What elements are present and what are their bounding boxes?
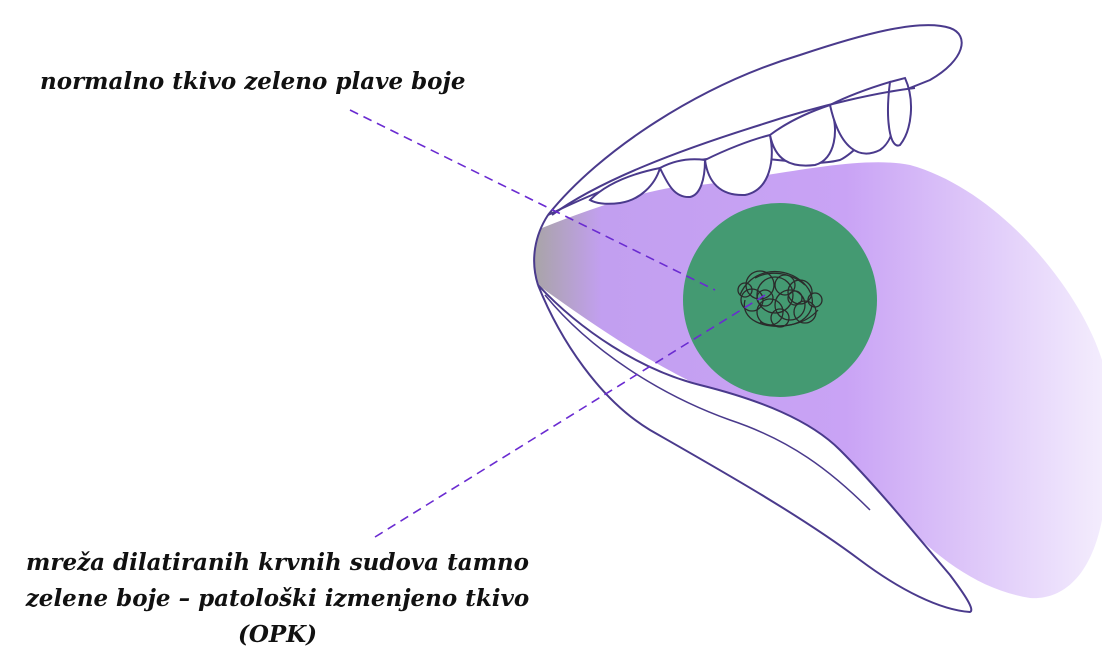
pathological-label-line-3: (OPK) [10,617,545,653]
pathological-tissue-label: mreža dilatiranih krvnih sudova tamno ze… [10,545,545,653]
green-lesion [683,203,877,397]
pathological-label-line-2: zelene boje – patološki izmenjeno tkivo [10,581,545,617]
normal-tissue-label: normalno tkivo zeleno plave boje [40,68,465,95]
pathological-label-line-1: mreža dilatiranih krvnih sudova tamno [10,545,545,581]
